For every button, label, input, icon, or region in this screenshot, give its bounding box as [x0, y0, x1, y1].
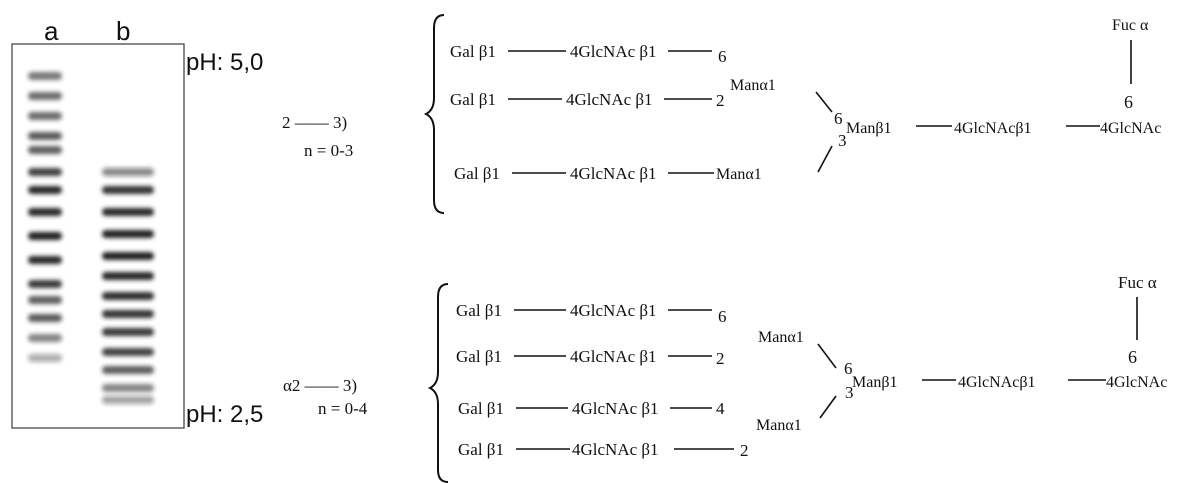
gel-band — [102, 292, 154, 300]
man-alpha-residue: Manα1 — [756, 417, 802, 434]
gel-band — [102, 328, 154, 336]
gel-band — [102, 168, 154, 176]
gel-band — [102, 384, 154, 392]
gel-band — [28, 92, 62, 100]
man-beta-residue: Manβ1 — [852, 374, 897, 391]
gel-band — [28, 232, 62, 240]
linkage-position-2: 2 — [740, 441, 749, 460]
lane-label-a: a — [44, 16, 59, 46]
lane-label-b: b — [116, 16, 130, 46]
gel-band — [28, 334, 62, 342]
lane-a-bands — [28, 72, 62, 362]
gel-band — [28, 256, 62, 264]
gel-band — [102, 310, 154, 318]
linkage-position-2: 2 — [716, 91, 725, 110]
glycan-structure-bottom: α2 —— 3) n = 0-4 Gal β1 4GlcNAc β1 6 Gal… — [283, 273, 1167, 483]
man-alpha-residue: Manα1 — [716, 166, 762, 183]
sialic-repeat-label: 2 —— 3) — [282, 113, 347, 132]
gal-residue: Gal β1 — [450, 90, 496, 109]
core-glcnac-end-residue: 4GlcNAc — [1100, 120, 1161, 137]
gal-residue: Gal β1 — [454, 164, 500, 183]
gel-band — [28, 354, 62, 362]
ph-top-label: pH: 5,0 — [186, 49, 263, 76]
gel-band — [102, 252, 154, 260]
left-brace — [427, 283, 449, 483]
gel-band — [102, 396, 154, 404]
gel-band — [28, 132, 62, 140]
linkage-position-3: 3 — [845, 383, 854, 402]
gel-band — [28, 168, 62, 176]
gal-residue: Gal β1 — [450, 42, 496, 61]
linkage-position-6: 6 — [834, 109, 843, 128]
glcnac-residue: 4GlcNAc β1 — [570, 164, 657, 183]
man-alpha-residue: Manα1 — [730, 77, 776, 94]
glcnac-residue: 4GlcNAc β1 — [566, 90, 653, 109]
sialic-repeat-label: α2 —— 3) — [283, 376, 357, 395]
fucose-residue: Fuc α — [1112, 17, 1149, 34]
linkage-position-6: 6 — [718, 47, 727, 66]
lane-b-bands — [102, 168, 154, 404]
repeat-count-label: n = 0-4 — [318, 399, 368, 418]
linkage-position-6: 6 — [718, 307, 727, 326]
man-alpha-residue: Manα1 — [758, 329, 804, 346]
gal-residue: Gal β1 — [456, 301, 502, 320]
gel-band — [102, 230, 154, 238]
man-beta-residue: Manβ1 — [846, 120, 891, 137]
ph-bottom-label: pH: 2,5 — [186, 401, 263, 428]
gel-band — [102, 366, 154, 374]
glcnac-residue: 4GlcNAc β1 — [570, 301, 657, 320]
glcnac-residue: 4GlcNAc β1 — [570, 42, 657, 61]
gel-band — [28, 296, 62, 304]
gel-band — [28, 280, 62, 288]
glcnac-residue: 4GlcNAc β1 — [572, 399, 659, 418]
gel-band — [102, 348, 154, 356]
repeat-count-label: n = 0-3 — [304, 141, 353, 160]
gel-band — [28, 146, 62, 154]
gel-band — [28, 314, 62, 322]
glcnac-residue: 4GlcNAc β1 — [572, 440, 659, 459]
gal-residue: Gal β1 — [458, 440, 504, 459]
linkage-position-2: 2 — [716, 349, 725, 368]
linkage-position-4: 4 — [716, 399, 725, 418]
gel-band — [28, 72, 62, 80]
gel-band — [28, 112, 62, 120]
gel-band — [102, 208, 154, 216]
gal-residue: Gal β1 — [456, 347, 502, 366]
core-glcnac-residue: 4GlcNAcβ1 — [954, 120, 1031, 137]
gel-band — [102, 272, 154, 280]
glcnac-residue: 4GlcNAc β1 — [570, 347, 657, 366]
linkage-position-6: 6 — [844, 359, 853, 378]
core-glcnac-end-residue: 4GlcNAc — [1106, 374, 1167, 391]
glycan-structure-top: 2 —— 3) n = 0-3 Gal β1 4GlcNAc β1 6 Gal … — [282, 14, 1161, 214]
gel-panel: a b pH: 5,0 pH: 2,5 — [11, 16, 263, 429]
left-brace — [423, 14, 445, 214]
gel-band — [28, 208, 62, 216]
linkage-position-3: 3 — [838, 131, 847, 150]
gel-band — [102, 186, 154, 194]
fucose-linkage-position: 6 — [1124, 92, 1133, 112]
fucose-linkage-position: 6 — [1128, 347, 1137, 367]
gal-residue: Gal β1 — [458, 399, 504, 418]
core-glcnac-residue: 4GlcNAcβ1 — [958, 374, 1035, 391]
gel-band — [28, 186, 62, 194]
fucose-residue: Fuc α — [1118, 273, 1157, 292]
